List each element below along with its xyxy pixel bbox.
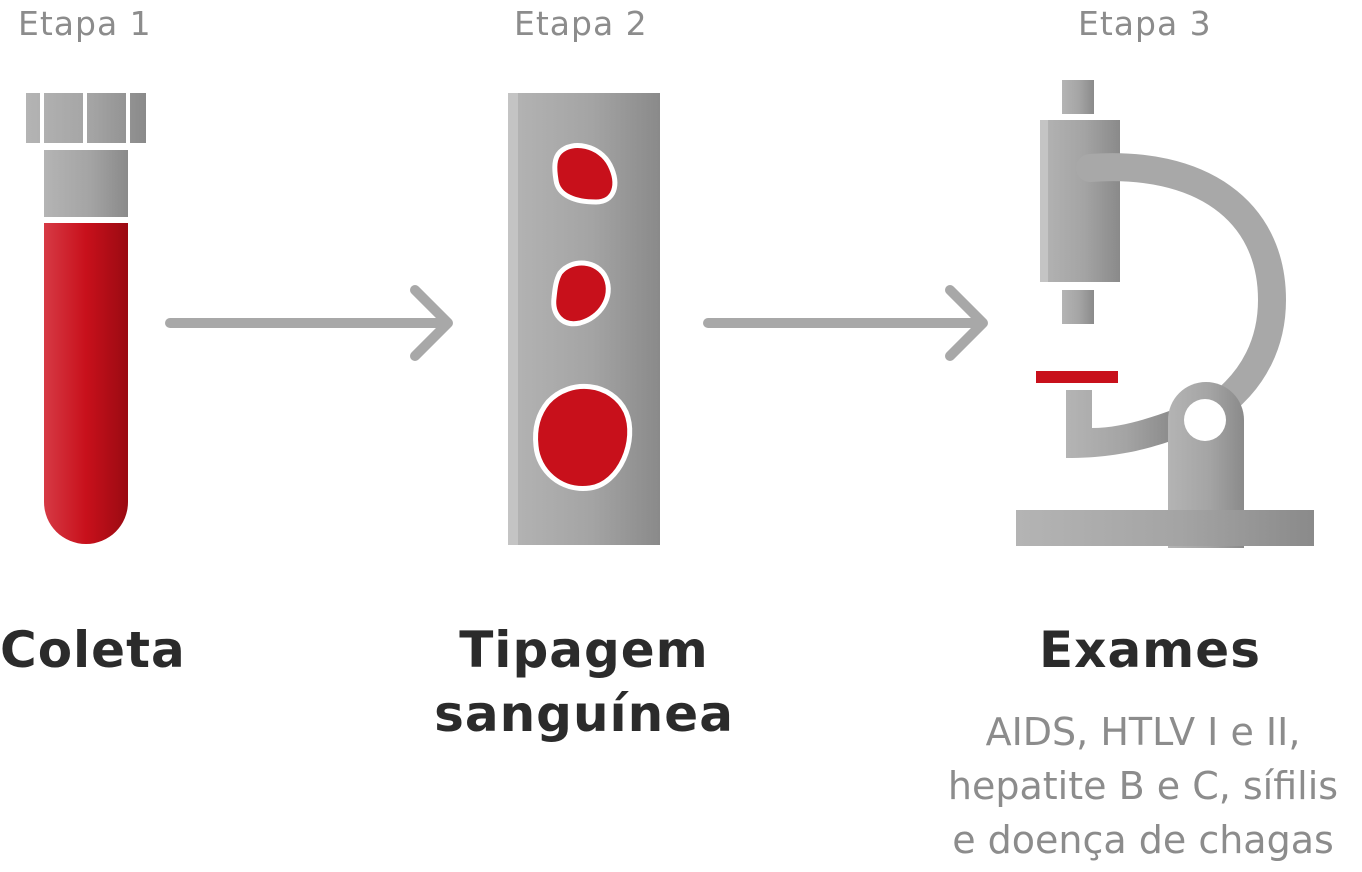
exams-description-line: e doença de chagas [952,818,1334,862]
exams-description-line: hepatite B e C, sífilis [947,764,1339,808]
stage-label-3: Etapa 3 [1078,4,1212,43]
step-title-line: sanguínea [434,685,734,743]
step-title-line: Coleta [0,621,186,679]
step-title-exames: Exames [1000,618,1300,682]
stage-label-2: Etapa 2 [514,4,648,43]
step-title-tipagem: Tipagem sanguínea [434,618,734,746]
exams-description-line: AIDS, HTLV I e II, [985,710,1301,754]
step-title-line: Exames [1039,621,1261,679]
step-title-coleta: Coleta [0,618,186,682]
test-tube-icon [26,93,146,544]
arrow-right-icon [165,285,453,361]
step-title-line: Tipagem [459,621,709,679]
stage-label-1: Etapa 1 [18,4,152,43]
arrow-right-icon [703,285,988,361]
exams-description: AIDS, HTLV I e II, hepatite B e C, sífil… [908,705,1362,867]
microscope-icon [1016,80,1314,548]
blood-slide-icon [508,93,660,545]
